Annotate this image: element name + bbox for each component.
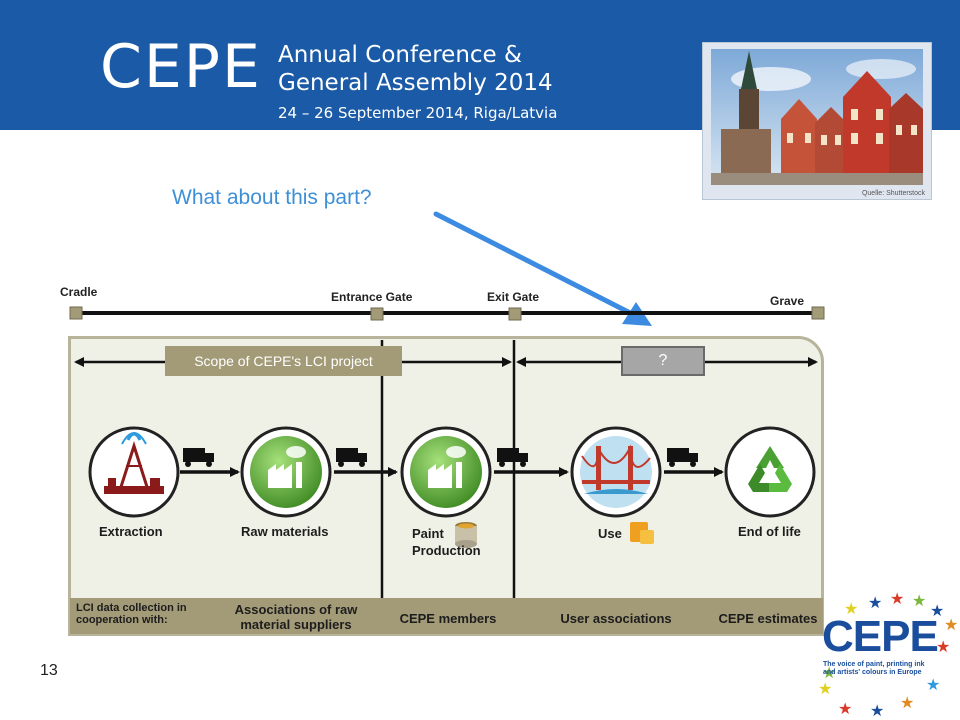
- factory-icon: [240, 426, 332, 518]
- question-text: What about this part?: [172, 186, 372, 209]
- brand-title: CEPE: [100, 32, 262, 102]
- stage-use: Use: [598, 526, 622, 541]
- truck-icon: [667, 448, 698, 467]
- members-cell: CEPE members: [399, 611, 497, 626]
- truck-icon: [336, 448, 367, 467]
- conference-title-line2: General Assembly 2014: [278, 70, 553, 96]
- paint-can-icon: [455, 522, 477, 548]
- entrance-gate-marker: [370, 307, 384, 321]
- conference-dates: 24 – 26 September 2014, Riga/Latvia: [278, 104, 558, 122]
- svg-text:★: ★: [870, 701, 884, 720]
- data-collection-intro: LCI data collection in cooperation with:: [76, 602, 226, 626]
- exit-gate-marker: [508, 307, 522, 321]
- riga-photo-frame: Quelle: Shutterstock: [702, 42, 932, 200]
- svg-text:★: ★: [936, 637, 950, 656]
- photo-credit: Quelle: Shutterstock: [861, 190, 925, 197]
- stage-paint-line2: Production: [412, 543, 481, 558]
- assoc-line2: material suppliers: [240, 617, 352, 632]
- riga-photo: [711, 49, 923, 185]
- logo-tagline-line2: and artists' colours in Europe: [823, 669, 922, 676]
- svg-text:★: ★: [900, 693, 914, 712]
- cradle-label: Cradle: [60, 285, 98, 299]
- svg-text:★: ★: [930, 601, 944, 620]
- data-collection-bar: [70, 598, 823, 634]
- paint-factory-icon: [400, 426, 492, 518]
- raw-suppliers-cell: Associations of raw material suppliers: [226, 602, 366, 632]
- intro-line1: LCI data collection in: [76, 602, 187, 614]
- svg-text:★: ★: [838, 699, 852, 718]
- logo-name: CEPE: [822, 612, 939, 661]
- cepe-logo-stars: ★ ★ ★ ★ ★ ★ ★ ★ ★ ★ ★ ★ ★: [818, 590, 958, 720]
- logo-tagline: The voice of paint, printing ink and art…: [823, 661, 959, 677]
- stage-extraction: Extraction: [99, 524, 163, 539]
- svg-text:★: ★: [868, 593, 882, 612]
- svg-text:★: ★: [912, 591, 926, 610]
- estimates-cell: CEPE estimates: [718, 611, 818, 626]
- scope-label: Scope of CEPE's LCI project: [165, 346, 402, 376]
- logo-tagline-line1: The voice of paint, printing ink: [823, 661, 925, 668]
- svg-text:★: ★: [890, 590, 904, 608]
- bridge-icon: [570, 426, 662, 518]
- recycle-icon: [724, 426, 816, 518]
- assoc-line1: Associations of raw: [234, 602, 358, 617]
- users-cell: User associations: [560, 611, 672, 626]
- oil-rig-icon: [88, 426, 180, 518]
- grave-label: Grave: [770, 294, 805, 308]
- svg-text:★: ★: [818, 679, 832, 698]
- truck-icon: [183, 448, 214, 467]
- svg-text:★: ★: [822, 663, 836, 682]
- svg-text:★: ★: [926, 675, 940, 694]
- cradle-marker: [69, 306, 83, 320]
- entrance-gate-label: Entrance Gate: [331, 290, 413, 304]
- stage-paint-line1: Paint: [412, 526, 444, 541]
- exit-gate-label: Exit Gate: [487, 290, 540, 304]
- slide-number: 13: [40, 662, 58, 679]
- stage-raw-materials: Raw materials: [241, 524, 329, 539]
- stage-end-of-life: End of life: [738, 524, 801, 539]
- svg-text:★: ★: [944, 615, 958, 634]
- intro-line2: cooperation with:: [76, 614, 168, 626]
- paint-bucket-icon: [630, 522, 654, 544]
- unknown-scope-box: ?: [621, 346, 705, 376]
- riga-buildings-image: [711, 49, 923, 185]
- svg-text:★: ★: [844, 599, 858, 618]
- grave-marker: [811, 306, 825, 320]
- conference-title-line1: Annual Conference &: [278, 42, 522, 68]
- truck-icon: [497, 448, 528, 467]
